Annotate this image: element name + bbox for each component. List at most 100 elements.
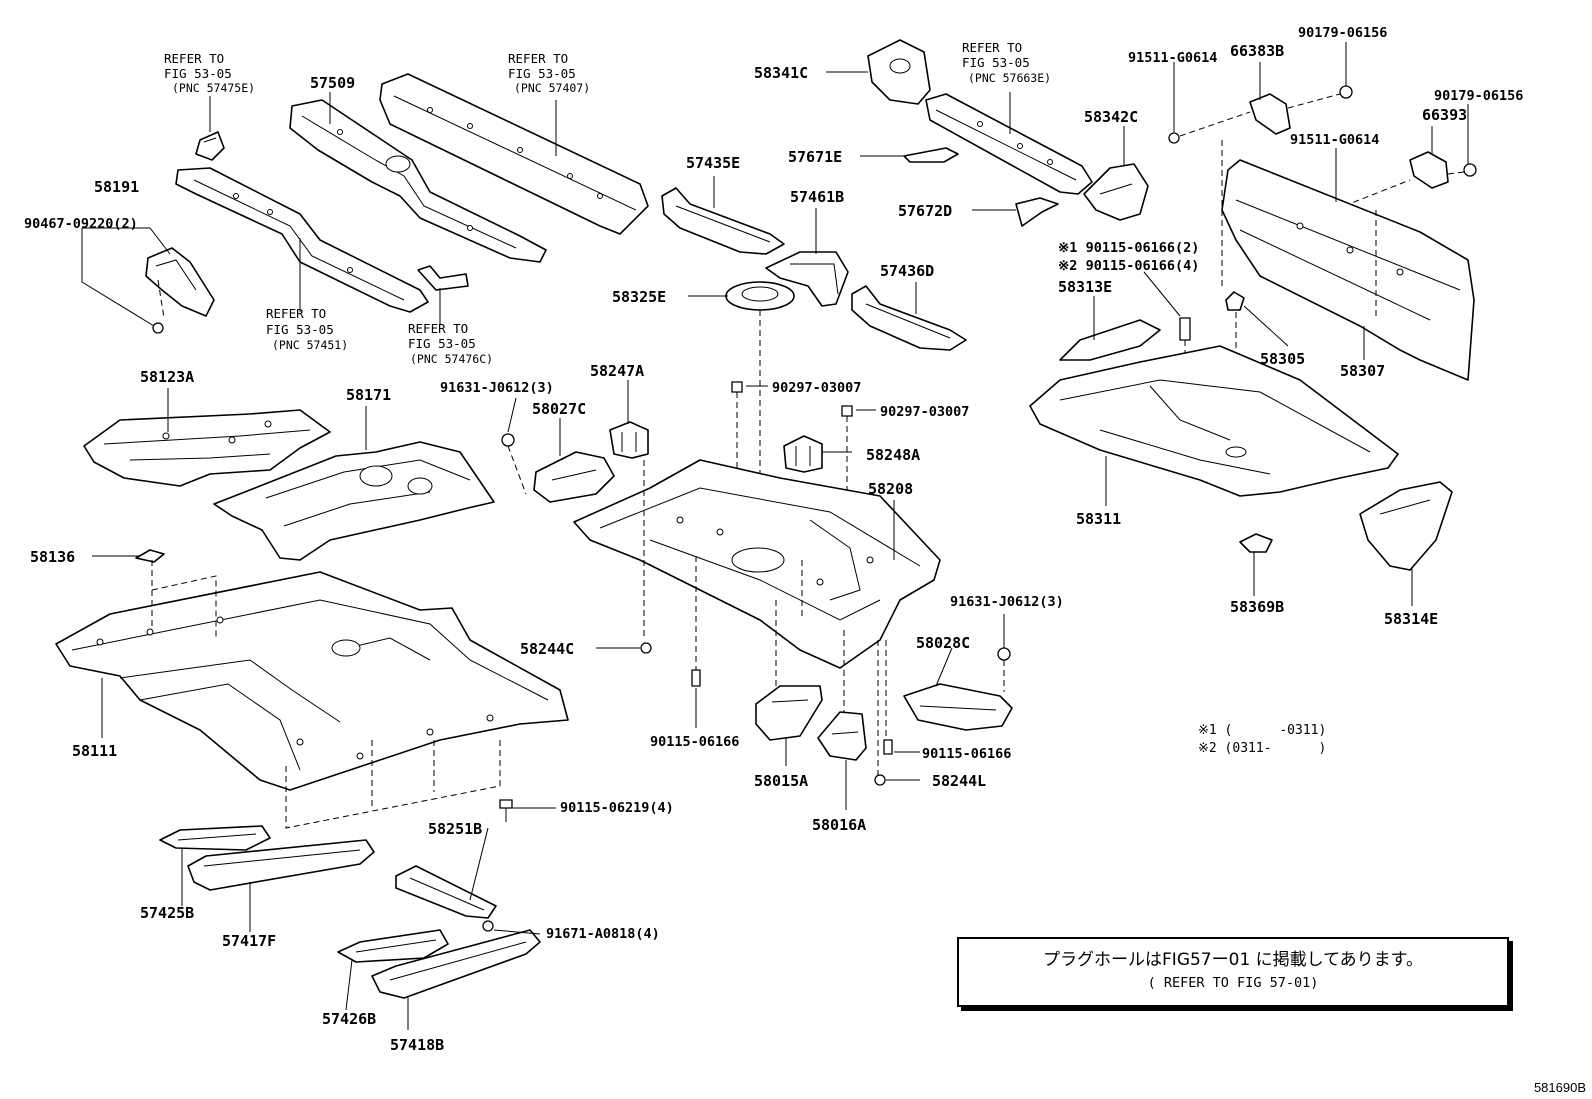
label-58016a: 58016A [812,816,866,834]
bracket-58369b-part [1239,533,1273,553]
floor-58208-part [573,459,941,669]
label-90297-b: 90297-03007 [880,404,969,420]
svg-text:FIG 53-05: FIG 53-05 [408,336,476,351]
refer-note-57663e: REFER TO FIG 53-05 (PNC 57663E) [962,40,1051,85]
reference-legend-box: プラグホールはFIG57ー01 に掲載してあります。 ( REFER TO FI… [957,937,1509,1007]
bracket-58314e-part [1359,481,1453,571]
figure-code: 581690B [1533,1080,1586,1095]
label-90179-a: 90179-06156 [1298,25,1387,41]
refer-note-57451: REFER TO FIG 53-05 (PNC 57451) [266,306,348,352]
label-57418b: 57418B [390,1036,444,1054]
label-91631-b: 91631-J0612(3) [950,594,1064,610]
label-91511-b: 91511-G0614 [1290,132,1379,148]
svg-text:FIG 53-05: FIG 53-05 [266,322,334,337]
label-91671: 91671-A0818(4) [546,926,660,942]
refer-note-57407: REFER TO FIG 53-05 (PNC 57407) [508,51,590,95]
panel-58171-part [213,441,495,561]
label-57426b: 57426B [322,1010,376,1028]
bracket-58028c-part [903,683,1013,731]
label-58191: 58191 [94,178,139,196]
panel-58307-part [1221,159,1475,381]
svg-text:REFER TO: REFER TO [266,306,326,321]
label-58027c: 58027C [532,400,586,418]
refer-note-57476c: REFER TO FIG 53-05 (PNC 57476C) [408,321,493,366]
label-90115-c2: ※2 90115-06166(4) [1058,258,1199,274]
label-91511-a: 91511-G0614 [1128,50,1217,66]
footnote-1: ※1 ( -0311) [1198,723,1326,738]
label-58244c: 58244C [520,640,574,658]
label-58171: 58171 [346,386,391,404]
plate-58325e-part [725,281,795,311]
leader-lines [81,42,1469,1030]
floor-58311-part [1029,345,1399,497]
label-58369b: 58369B [1230,598,1284,616]
bracket-57475e-part [195,131,225,161]
rail-57509-part [289,99,547,263]
footnote-2: ※2 (0311- ) [1198,741,1326,756]
mount-58248a-part [783,435,823,473]
label-57425b: 57425B [140,904,194,922]
label-66383b: 66383B [1230,42,1284,60]
rail-57451-part [175,167,429,313]
svg-text:FIG 53-05: FIG 53-05 [164,66,232,81]
member-57435e-part [661,187,785,255]
label-58311: 58311 [1076,510,1121,528]
rocker-57418b-part [371,929,541,999]
legend-japanese-text: プラグホールはFIG57ー01 に掲載してあります。 [1043,950,1423,970]
label-58251b: 58251B [428,820,482,838]
label-90467: 90467-09220(2) [24,216,138,232]
label-57671e: 57671E [788,148,842,166]
refer-note-57475e: REFER TO FIG 53-05 (PNC 57475E) [164,51,255,95]
label-57672d: 57672D [898,202,952,220]
label-58123a: 58123A [140,368,194,386]
bracket-58305-part [1225,291,1245,311]
label-58325e: 58325E [612,288,666,306]
svg-text:REFER TO: REFER TO [508,51,568,66]
label-90115-06219: 90115-06219(4) [560,800,674,816]
label-57461b: 57461B [790,188,844,206]
svg-text:(PNC 57407): (PNC 57407) [514,81,590,95]
svg-text:(PNC 57475E): (PNC 57475E) [172,81,255,95]
label-58208: 58208 [868,480,913,498]
panel-58123a-part [83,409,331,487]
svg-text:(PNC 57451): (PNC 57451) [272,338,348,352]
bracket-66383b-part [1249,93,1291,135]
label-90179-b: 90179-06156 [1434,88,1523,104]
label-58248a: 58248A [866,446,920,464]
bracket-58015a-part [755,685,823,741]
label-58314e: 58314E [1384,610,1438,628]
label-90297-a: 90297-03007 [772,380,861,396]
bracket-57672d-part [1015,197,1059,227]
mount-58247a-part [609,421,649,459]
label-66393: 66393 [1422,106,1467,124]
label-58111: 58111 [72,742,117,760]
label-58136: 58136 [30,548,75,566]
part-labels: 58191 90467-09220(2) 57509 58123A 58171 … [24,25,1523,1054]
label-90115-a: 90115-06166 [650,734,739,750]
floor-58111-part [55,571,569,791]
svg-text:(PNC 57476C): (PNC 57476C) [410,352,493,366]
svg-text:REFER TO: REFER TO [962,40,1022,55]
plug-58136-part [135,549,165,563]
label-58313e: 58313E [1058,278,1112,296]
label-90115-b: 90115-06166 [922,746,1011,762]
bracket-58342c-part [1083,163,1149,221]
rail-58313e-part [1059,319,1161,361]
label-57436d: 57436D [880,262,934,280]
bracket-57476c-part [417,265,469,291]
rocker-57426b-part [337,929,449,963]
svg-text:(PNC 57663E): (PNC 57663E) [968,71,1051,85]
rocker-57425b-part [159,825,271,851]
label-58244l: 58244L [932,772,986,790]
label-58342c: 58342C [1084,108,1138,126]
label-58015a: 58015A [754,772,808,790]
label-90115-c1: ※1 90115-06166(2) [1058,240,1199,256]
bracket-66393-part [1409,151,1449,189]
bracket-58016a-part [817,711,867,761]
bracket-57461b-part [765,251,849,307]
label-58341c: 58341C [754,64,808,82]
bracket-57671e-part [903,147,959,163]
label-58028c: 58028C [916,634,970,652]
footnotes: ※1 ( -0311) ※2 (0311- ) [1198,723,1326,756]
